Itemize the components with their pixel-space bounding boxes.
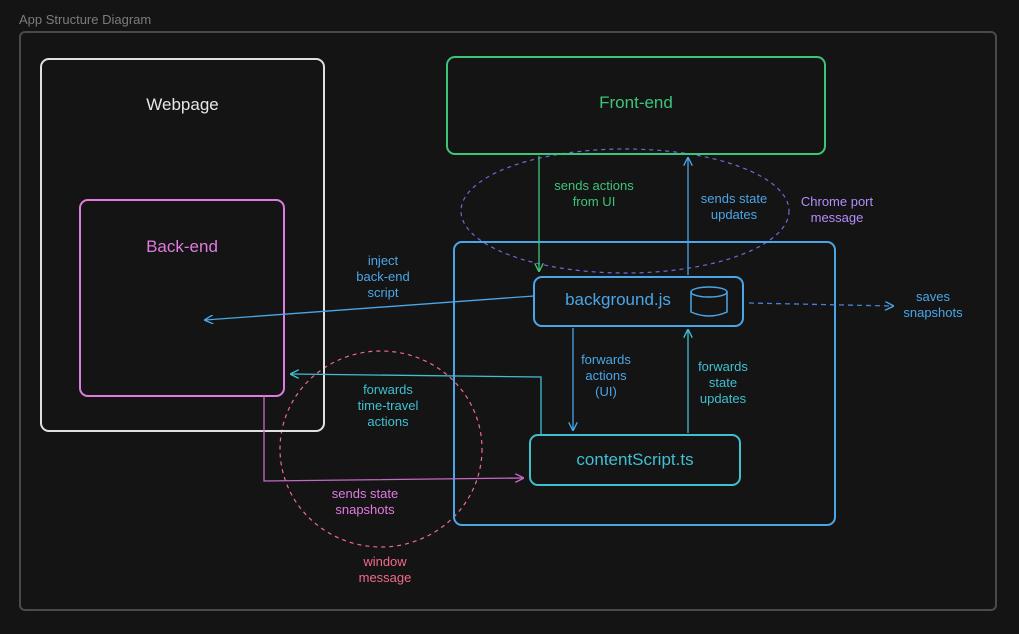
content-script-box[interactable] (529, 434, 741, 486)
saves-snapshots-label: saves snapshots (903, 289, 963, 320)
background-js-label: background.js (565, 290, 671, 309)
forwards-state-updates-label: forwards state updates (698, 359, 748, 406)
forwards-time-travel-label: forwards time-travel actions (357, 382, 419, 429)
diagram-frame (19, 31, 997, 611)
webpage-label: Webpage (146, 95, 219, 114)
backend-label: Back-end (146, 237, 218, 256)
background-js-box[interactable] (533, 276, 744, 327)
database-icon (690, 286, 728, 317)
extension-box (453, 241, 836, 526)
sends-state-snapshots-label: sends state snapshots (331, 486, 399, 517)
forwards-time-travel-arrow (291, 374, 542, 435)
window-message-label: window message (358, 554, 412, 585)
forwards-actions-label: forwards actions (UI) (581, 352, 631, 399)
backend-box[interactable] (79, 199, 285, 397)
saves-snapshots-arrow (748, 303, 893, 306)
frontend-box[interactable] (446, 56, 826, 155)
content-script-label: contentScript.ts (576, 450, 694, 469)
frontend-label: Front-end (599, 93, 673, 112)
inject-label: inject back-end script (356, 253, 410, 300)
sends-state-updates-label: sends state updates (700, 191, 768, 222)
sends-actions-label: sends actions from UI (554, 178, 634, 209)
window-message-ellipse (279, 350, 483, 548)
chrome-port-label: Chrome port message (800, 194, 874, 225)
inject-arrow (205, 295, 535, 320)
webpage-box[interactable] (40, 58, 325, 432)
diagram-title: App Structure Diagram (19, 12, 152, 27)
sends-state-snapshots-arrow (263, 396, 523, 481)
chrome-port-ellipse (460, 148, 790, 274)
